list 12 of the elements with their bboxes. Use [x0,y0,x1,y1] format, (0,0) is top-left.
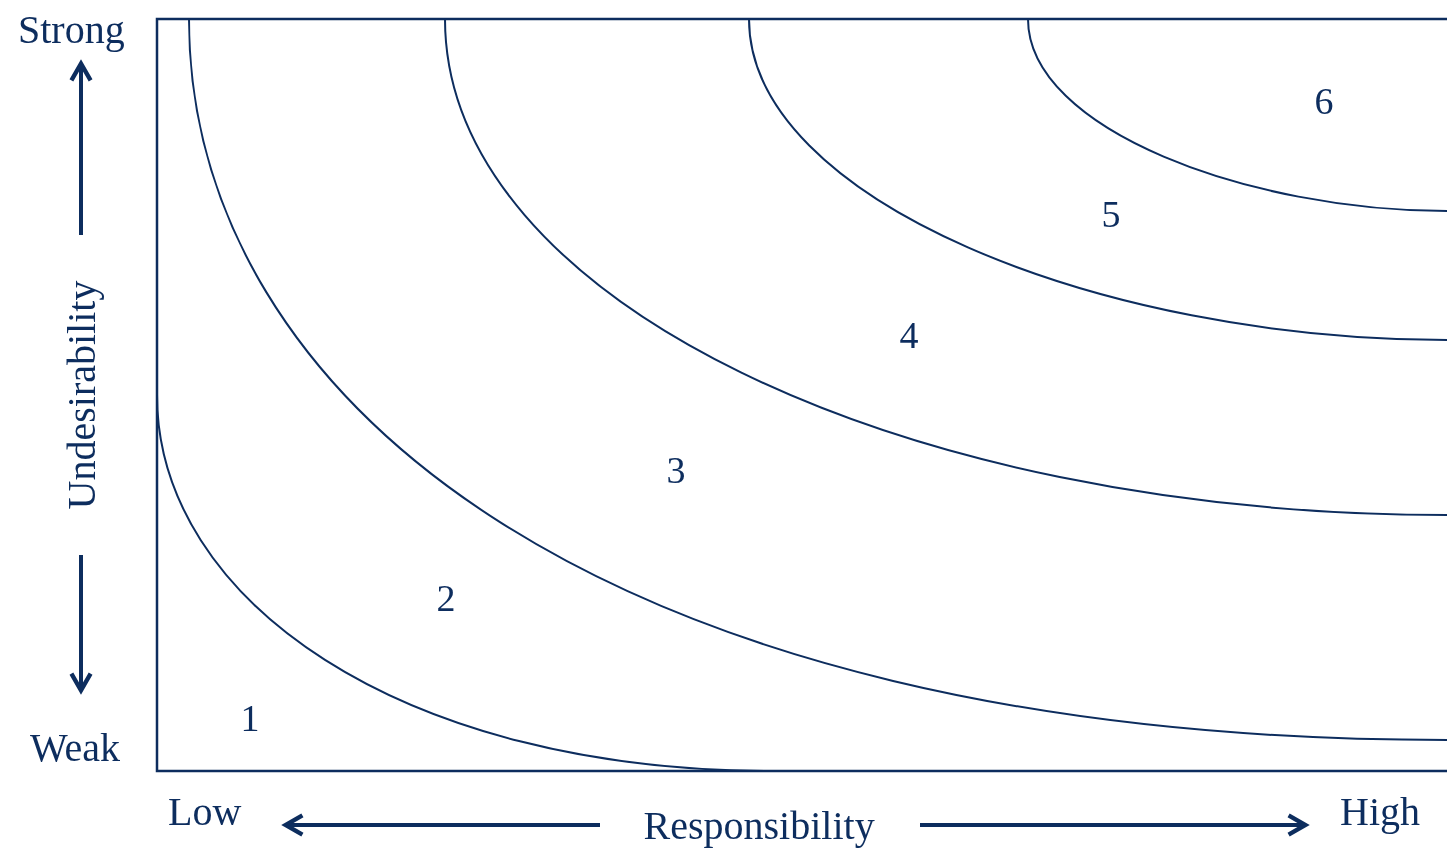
axis-end-label: High [1340,792,1420,832]
zone-number: 1 [240,699,260,737]
axis-end-label: Strong [18,10,125,50]
axis-title: Responsibility [643,806,875,846]
zone-number: 3 [666,451,686,489]
zone-number: 2 [436,579,456,617]
zone-number: 5 [1101,195,1121,233]
axis-end-label: Weak [30,728,121,768]
zone-number: 4 [899,316,919,354]
axis-title: Undesirability [61,280,102,510]
zone-number: 6 [1314,82,1334,120]
axis-end-label: Low [168,792,242,832]
